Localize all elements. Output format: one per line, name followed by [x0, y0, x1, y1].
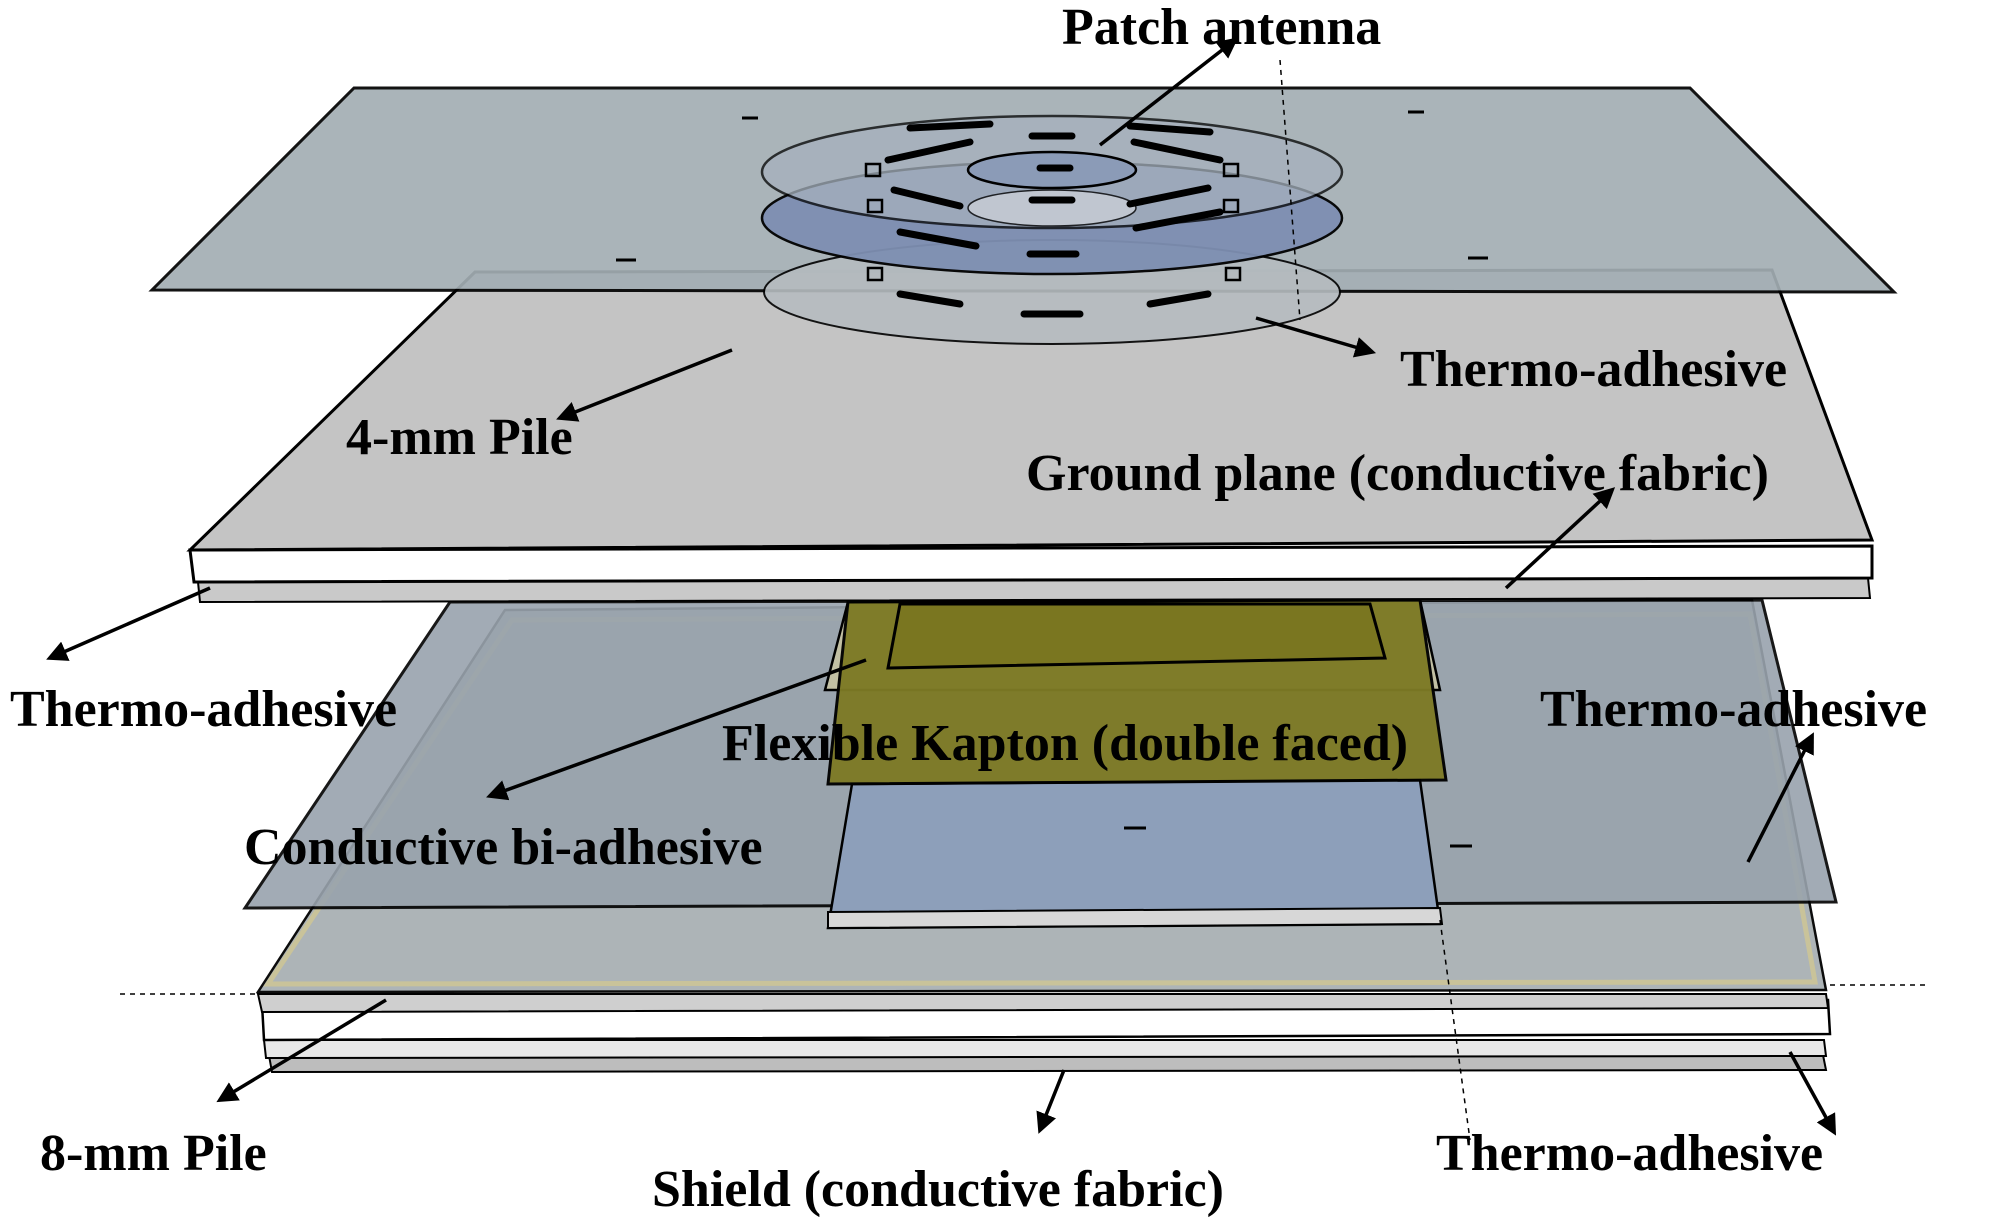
- biadhesive-pad-edge: [827, 906, 1444, 930]
- dashed-vertical-line: [1439, 919, 1471, 1141]
- kapton-inner-patch: [886, 602, 1387, 670]
- label-thermo-adhesive-left: Thermo-adhesive: [10, 681, 397, 738]
- arrows: [46, 37, 1837, 1136]
- label-4mm-pile: 4-mm Pile: [346, 409, 573, 466]
- middle-stack: [242, 598, 1838, 930]
- biadhesive-pad: [826, 778, 1442, 930]
- arrow-thermo-left: [46, 586, 211, 661]
- label-thermo-adhesive-bottom: Thermo-adhesive: [1436, 1125, 1823, 1182]
- label-shield: Shield (conductive fabric): [652, 1161, 1224, 1218]
- label-thermo-adhesive-top: Thermo-adhesive: [1400, 341, 1787, 398]
- arrow-thermo-right: [1746, 732, 1814, 863]
- arrow-ground-plane: [1504, 487, 1616, 590]
- arrow-8mm-pile: [216, 998, 387, 1103]
- arrow-shield: [1036, 1069, 1066, 1134]
- thermo-adhesive-bottom-layer: [262, 1039, 1828, 1060]
- label-thermo-adhesive-right: Thermo-adhesive: [1540, 681, 1927, 738]
- labels: Patch antenna Thermo-adhesive 4-mm Pile …: [10, 0, 1927, 1218]
- label-8mm-pile: 8-mm Pile: [40, 1125, 267, 1182]
- arrow-kapton-biadhesive: [486, 658, 867, 801]
- label-flexible-kapton: Flexible Kapton (double faced): [722, 715, 1408, 772]
- dashed-vertical-top: [1279, 59, 1301, 321]
- pile-8mm-top: [256, 993, 1830, 1014]
- label-conductive-biadhesive: Conductive bi-adhesive: [244, 819, 763, 876]
- antenna-slots: [884, 120, 1224, 318]
- arrow-thermo-top: [1255, 316, 1377, 358]
- arrow-4mm-pile: [556, 348, 733, 422]
- arrow-patch-antenna: [1098, 37, 1239, 147]
- label-patch-antenna: Patch antenna: [1062, 0, 1381, 56]
- upper-stack: [186, 268, 1875, 604]
- label-ground-plane: Ground plane (conductive fabric): [1026, 445, 1769, 502]
- arrow-thermo-bottom: [1788, 1051, 1837, 1136]
- pile-4mm-edge: [188, 544, 1874, 584]
- top-sheet-group: [148, 59, 1898, 345]
